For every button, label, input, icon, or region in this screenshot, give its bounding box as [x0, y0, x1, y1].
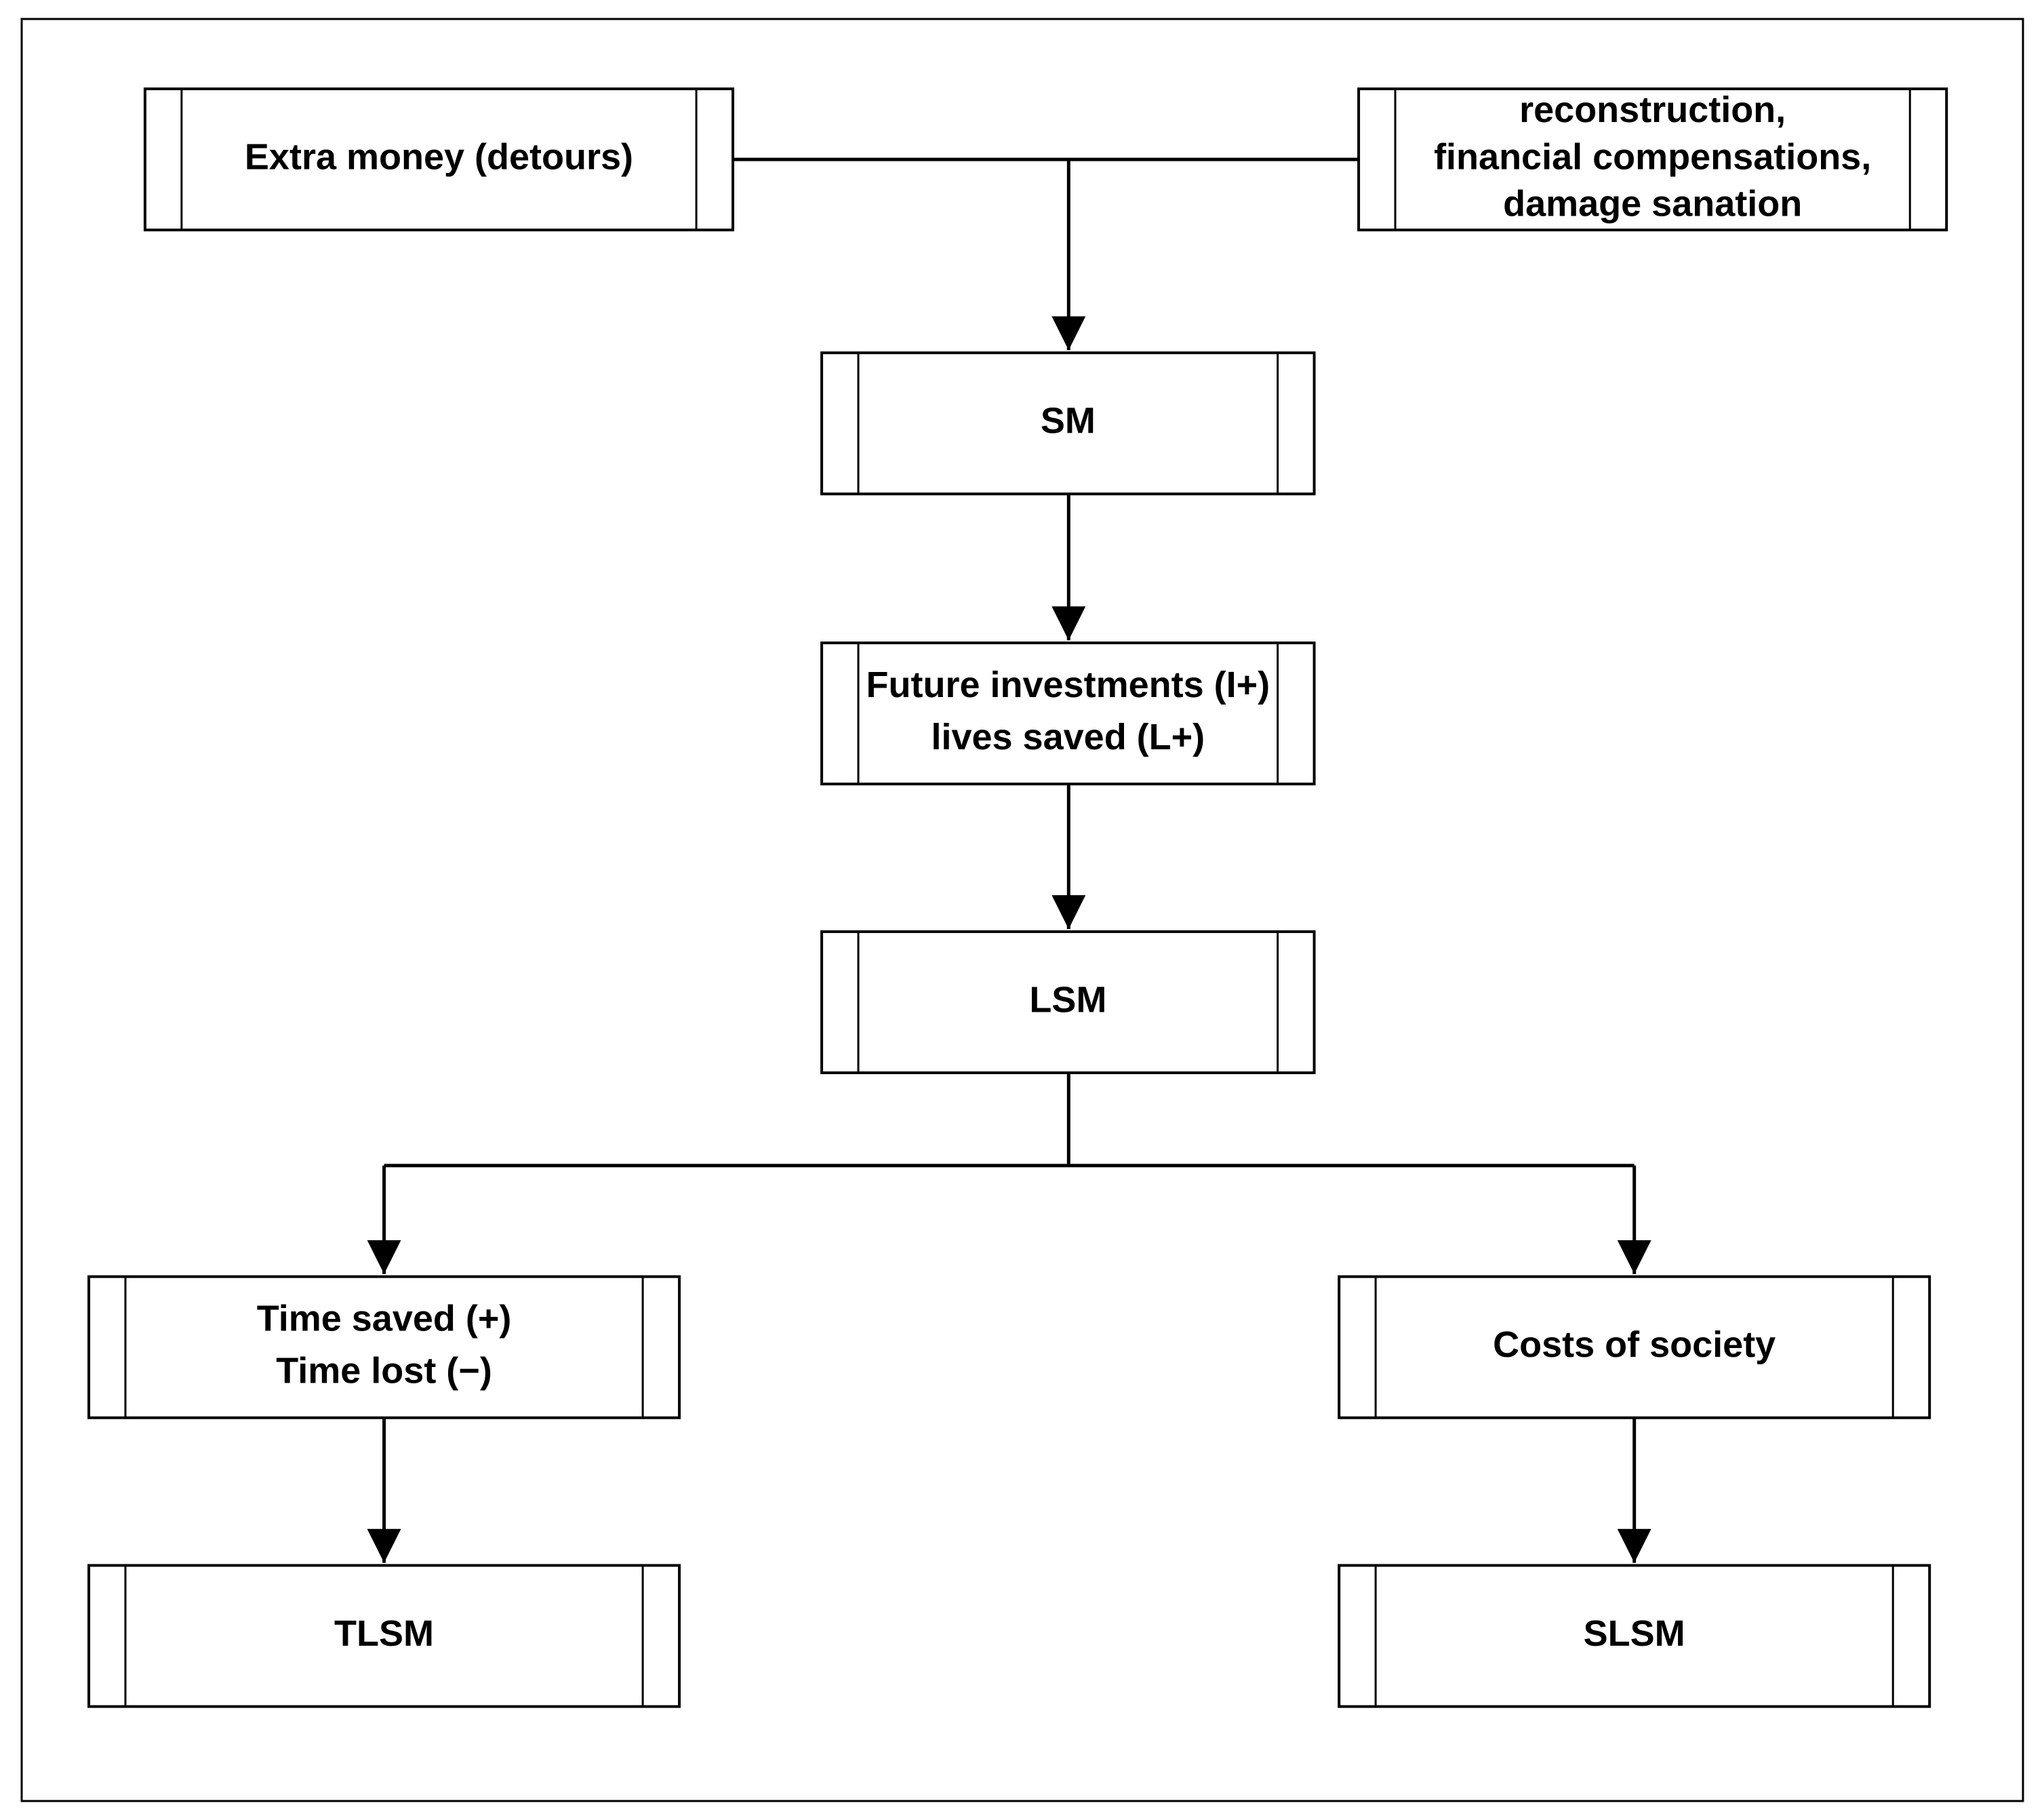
node-future-investments: Future investments (I+) lives saved (L+) — [820, 641, 1316, 786]
node-tlsm: TLSM — [87, 1564, 681, 1708]
node-box — [87, 1275, 681, 1419]
process-boxes: Extra money (detours) reconstruction, fina… — [87, 87, 1948, 1708]
node-label: damage sanation — [1503, 184, 1802, 224]
node-costs-society: Costs of society — [1338, 1275, 1931, 1419]
node-label: SLSM — [1584, 1613, 1685, 1654]
node-label: financial compensations, — [1434, 136, 1871, 177]
node-box — [1338, 1275, 1931, 1419]
node-slsm: SLSM — [1338, 1564, 1931, 1708]
node-label: LSM — [1029, 979, 1106, 1020]
node-box — [820, 351, 1316, 496]
node-box — [87, 1564, 681, 1708]
node-box — [820, 930, 1316, 1075]
node-box — [1338, 1564, 1931, 1708]
node-label: Future investments (I+) — [866, 665, 1270, 705]
node-label: TLSM — [334, 1613, 434, 1654]
node-extra-money: Extra money (detours) — [143, 87, 735, 232]
node-label: reconstruction, — [1519, 90, 1786, 130]
node-box — [820, 641, 1316, 786]
node-label: Time lost (−) — [276, 1351, 492, 1391]
figure-frame — [20, 18, 2024, 1802]
node-box — [143, 87, 735, 232]
node-sm: SM — [820, 351, 1316, 496]
node-reconstruction: reconstruction, financial compensations, d… — [1357, 87, 1948, 232]
node-label: SM — [1041, 401, 1096, 441]
node-lsm: LSM — [820, 930, 1316, 1075]
node-label: Extra money (detours) — [245, 136, 633, 177]
node-time-saved: Time saved (+) Time lost (−) — [87, 1275, 681, 1419]
node-label: Costs of society — [1493, 1324, 1776, 1365]
node-label: lives saved (L+) — [931, 717, 1205, 757]
connectors — [367, 157, 1651, 1563]
node-box — [1357, 87, 1948, 232]
node-label: Time saved (+) — [257, 1298, 512, 1339]
